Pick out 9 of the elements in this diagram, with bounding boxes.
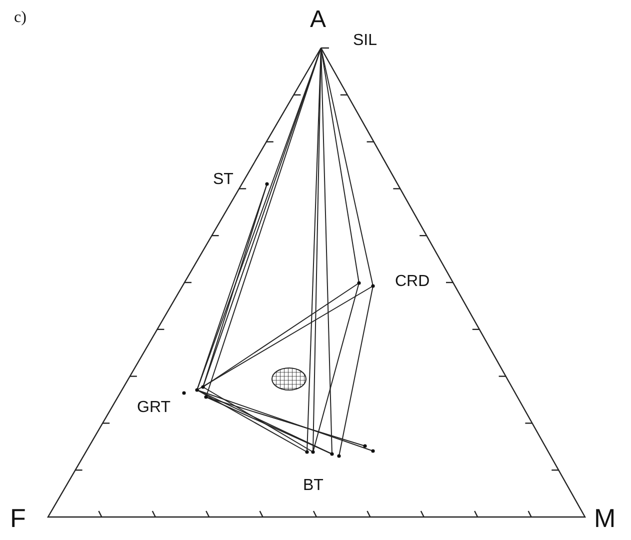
mineral-label: SIL <box>353 33 378 49</box>
apex-label: F <box>10 505 26 531</box>
mineral-label: ST <box>213 172 234 188</box>
panel-label: c) <box>14 10 26 26</box>
mineral-label: CRD <box>395 274 430 290</box>
apex-label: A <box>310 8 326 32</box>
apex-label: M <box>594 505 616 531</box>
mineral-label: GRT <box>137 400 170 416</box>
mineral-label: BT <box>303 478 324 494</box>
